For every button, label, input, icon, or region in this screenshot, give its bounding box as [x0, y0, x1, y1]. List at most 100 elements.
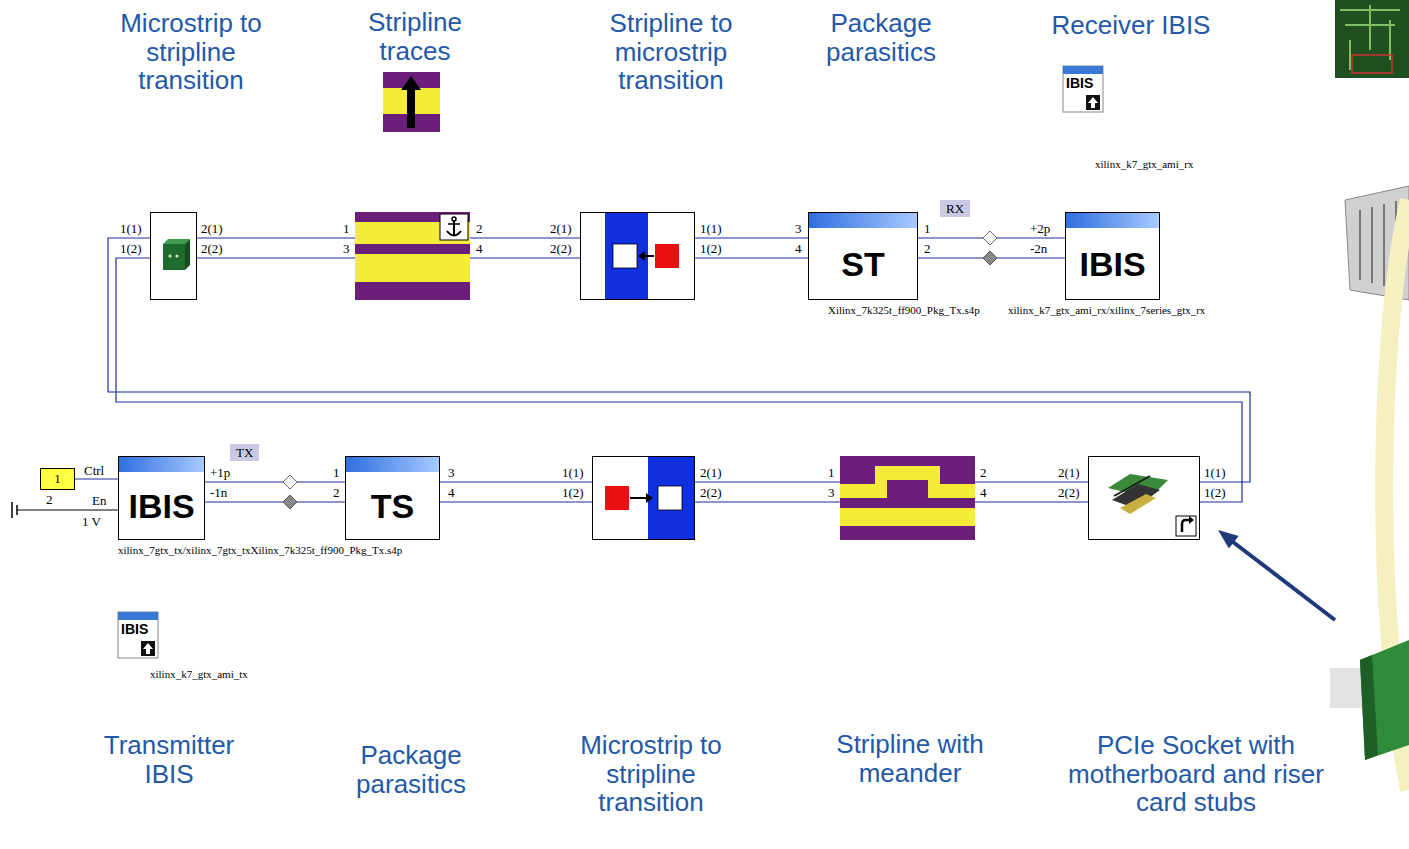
port-number: 2 [333, 485, 340, 500]
block-label: TS [346, 473, 439, 539]
port-number: -2n [1030, 241, 1047, 256]
transition-icon [163, 239, 190, 270]
model-name: xilinx_k7_gtx_ami_tx [150, 668, 248, 681]
socket-3d-picture [1330, 640, 1409, 760]
port-number: 4 [980, 485, 987, 500]
port-number: 1 [924, 221, 931, 236]
source-value-box: 1 [40, 468, 75, 490]
block-caption: Transmitter IBIS [89, 731, 249, 788]
port-number: +1p [210, 465, 230, 480]
ibis-model-icon [118, 612, 158, 658]
port-number: 1 [343, 221, 350, 236]
socket-block: PCIe Socket with motherboard and riser c… [1088, 456, 1200, 540]
stripline-model-icon [383, 72, 440, 132]
port-number: Ctrl [84, 463, 104, 478]
port-number: 2(1) [700, 465, 722, 480]
port-number: 4 [476, 241, 483, 256]
signal-wire [205, 482, 345, 502]
port-number: 3 [828, 485, 835, 500]
port-diamond [983, 231, 997, 245]
net-label: RX [940, 200, 970, 217]
ibis-block: IBISReceiver IBIS [1065, 212, 1160, 300]
pcb-thumbnail [1335, 0, 1409, 78]
port-number: +2p [1030, 221, 1050, 236]
signal-wire [975, 482, 1088, 502]
transition-icon [605, 213, 679, 299]
stripline-block: Stripline traces [355, 212, 470, 300]
port-diamond [283, 495, 297, 509]
port-number: 1(1) [1204, 465, 1226, 480]
port-number: 1(2) [700, 241, 722, 256]
icon-label: IBIS [1066, 75, 1093, 91]
transition-icon [605, 457, 694, 539]
port-number: 4 [448, 485, 455, 500]
block-caption: Microstrip to stripline transition [561, 731, 741, 817]
block-header [119, 457, 204, 472]
block-caption: Receiver IBIS [1011, 11, 1251, 40]
port-number: En [92, 493, 106, 508]
icon-label: IBIS [121, 621, 148, 637]
package-block: TSPackage parasitics [345, 456, 440, 540]
block-header [1066, 213, 1159, 228]
meander-icon [840, 456, 975, 540]
port-number: 3 [448, 465, 455, 480]
transition-block: Microstrip to stripline transition [592, 456, 695, 540]
port-number: 4 [795, 241, 802, 256]
block-label: 1 [41, 469, 74, 489]
port-number: 2(2) [700, 485, 722, 500]
package-block: STPackage parasitics [808, 212, 918, 300]
port-number: 1(1) [120, 221, 142, 236]
port-number: -1n [210, 485, 227, 500]
socket-icon [1108, 474, 1196, 536]
port-number: 2(1) [550, 221, 572, 236]
model-name: xilinx_k7_gtx_ami_rx/xilinx_7series_gtx_… [1008, 304, 1205, 317]
block-caption: PCIe Socket with motherboard and riser c… [1051, 731, 1341, 817]
port-number: 1 [333, 465, 340, 480]
block-caption: Package parasitics [811, 9, 951, 66]
signal-wire [440, 482, 592, 502]
net-label: TX [230, 444, 259, 461]
block-caption: Stripline traces [345, 8, 485, 65]
block-caption: Stripline with meander [820, 730, 1000, 787]
block-label: IBIS [119, 473, 204, 539]
port-number: 2(2) [1058, 485, 1080, 500]
signal-wire [470, 238, 580, 258]
block-caption: Stripline to microstrip transition [586, 9, 756, 95]
model-name: xilinx_7gtx_tx/xilinx_7gtx_txXilinx_7k32… [118, 544, 402, 557]
port-diamond [283, 475, 297, 489]
port-number: 1(1) [562, 465, 584, 480]
block-caption: Microstrip to stripline transition [101, 9, 281, 95]
port-number: 2 [476, 221, 483, 236]
ibis-model-icon [1063, 66, 1103, 112]
port-number: 3 [795, 221, 802, 236]
block-header [346, 457, 439, 472]
port-number: 1(2) [562, 485, 584, 500]
pointer-arrow [1218, 530, 1335, 620]
transition-block: Stripline to microstrip transition [580, 212, 695, 300]
block-caption: Package parasitics [341, 741, 481, 798]
port-number: 1(1) [700, 221, 722, 236]
stripline-icon [355, 212, 470, 300]
meander-block: Stripline with meander [840, 456, 975, 540]
port-number: 3 [343, 241, 350, 256]
port-number: 2(2) [201, 241, 223, 256]
port-number: 2 [980, 465, 987, 480]
block-label: ST [809, 229, 917, 299]
block-label: IBIS [1066, 229, 1159, 299]
ibis-block: IBISTransmitter IBIS [118, 456, 205, 540]
signal-wire [75, 478, 118, 479]
signal-wire [197, 238, 355, 258]
block-header [809, 213, 917, 228]
transition-block: Microstrip to stripline transition [150, 212, 197, 300]
port-number: 1 V [82, 514, 101, 529]
port-number: 1 [828, 465, 835, 480]
port-number: 2 [46, 492, 53, 507]
port-number: 2(1) [1058, 465, 1080, 480]
signal-wire [695, 482, 840, 502]
port-number: 2 [924, 241, 931, 256]
model-name: Xilinx_7k325t_ff900_Pkg_Tx.s4p [828, 304, 980, 317]
